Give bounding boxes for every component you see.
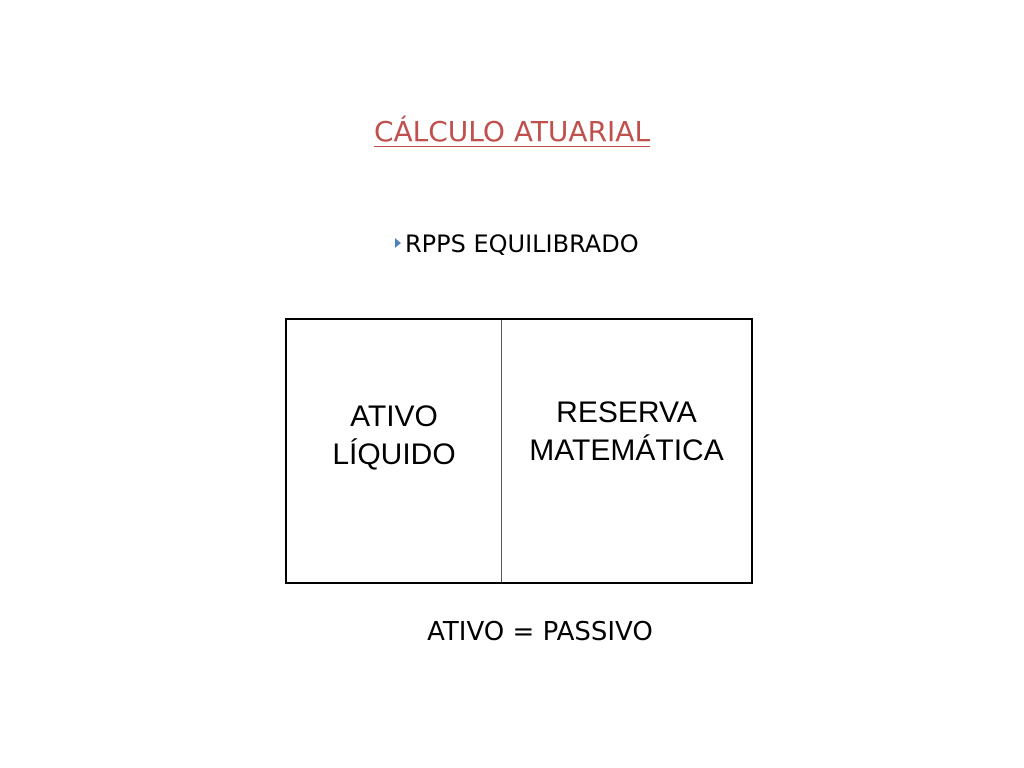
liability-label-line1: RESERVA (556, 396, 697, 429)
balance-equation: ATIVO = PASSIVO (427, 617, 653, 647)
bullet-line: RPPS EQUILIBRADO (395, 224, 639, 264)
asset-label-line1: ATIVO (350, 400, 438, 433)
bullet-text: RPPS EQUILIBRADO (405, 230, 639, 258)
asset-cell: ATIVO LÍQUIDO (287, 320, 502, 582)
asset-label-line2: LÍQUIDO (332, 438, 456, 471)
slide-title: CÁLCULO ATUARIAL (373, 115, 651, 148)
liability-cell: RESERVA MATEMÁTICA (502, 320, 751, 582)
liability-label-line2: MATEMÁTICA (529, 434, 724, 467)
balance-box: ATIVO LÍQUIDO RESERVA MATEMÁTICA (285, 318, 753, 584)
triangle-right-bullet-icon (395, 238, 401, 248)
